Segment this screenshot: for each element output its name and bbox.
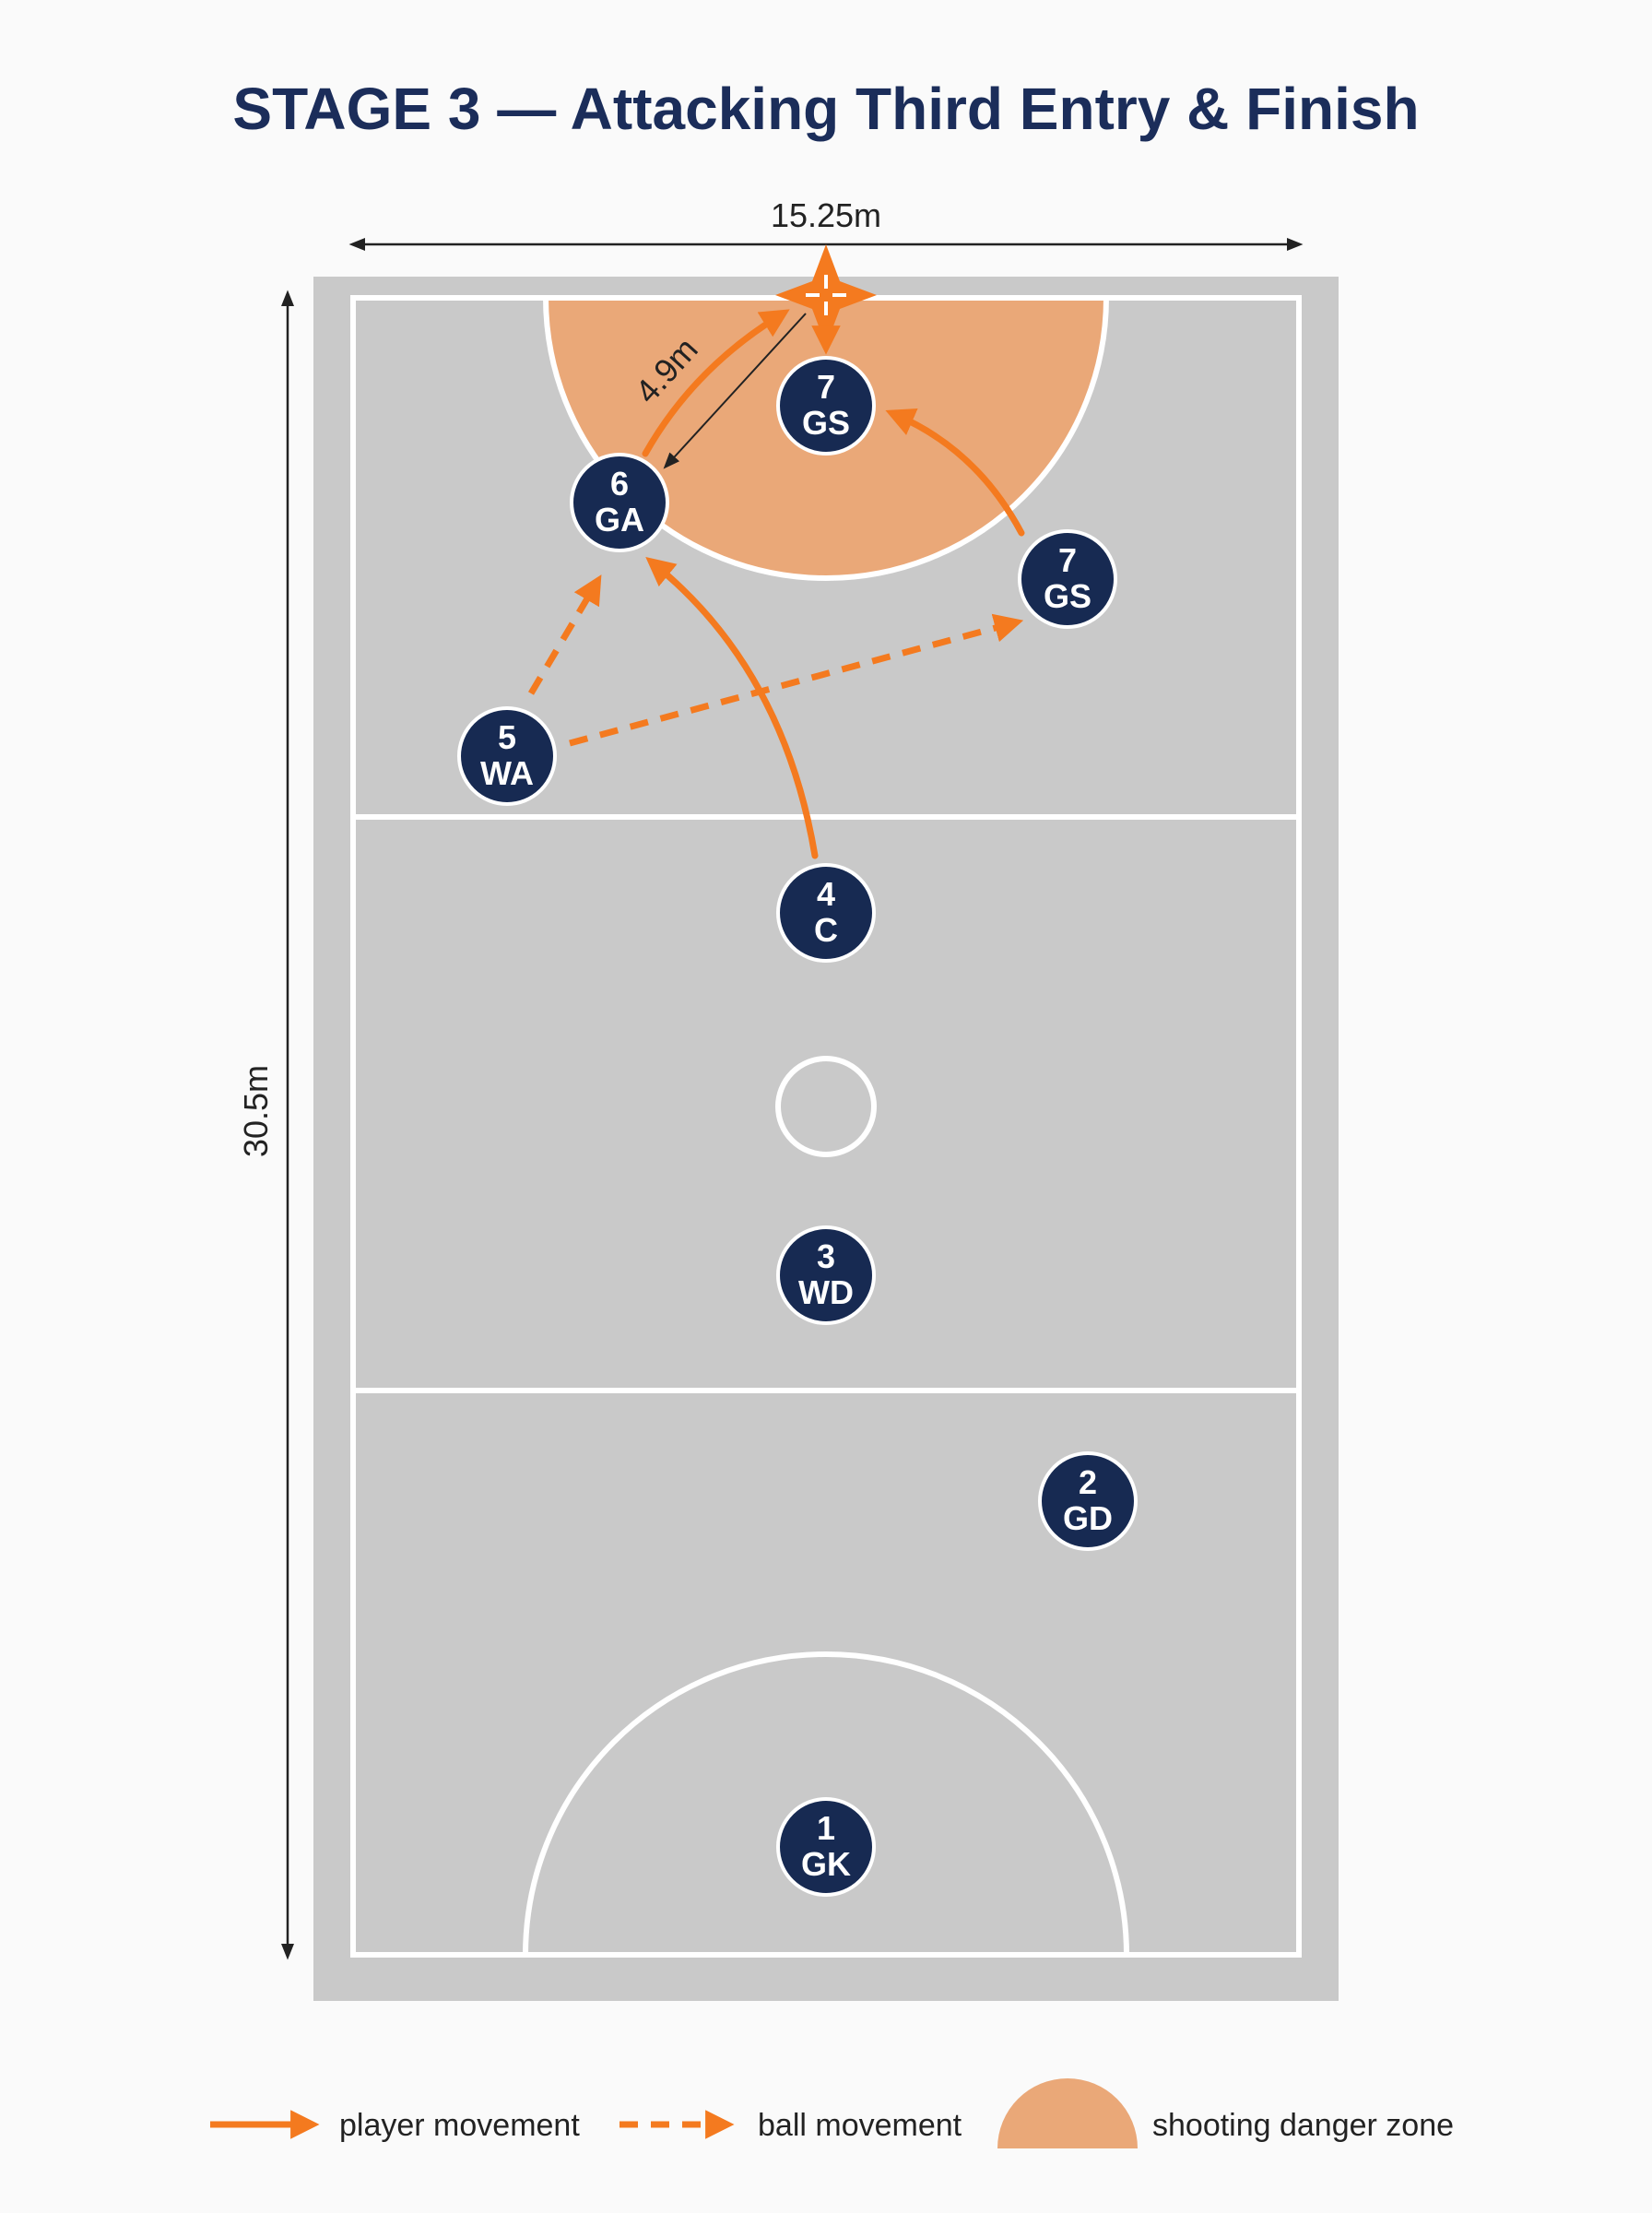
player-gs-right: 7 GS <box>1018 529 1117 629</box>
court-lines <box>350 295 1302 1958</box>
player-position: WA <box>480 754 534 792</box>
legend: player movement ball movement shooting d… <box>210 2078 1454 2148</box>
player-number: 1 <box>817 1809 835 1847</box>
goal-circle-bottom <box>523 1651 1129 1956</box>
legend-danger-zone: shooting danger zone <box>997 2078 1454 2148</box>
player-position: C <box>814 911 838 949</box>
length-label: 30.5m <box>237 1065 275 1157</box>
legend-player-movement: player movement <box>210 2108 580 2143</box>
player-number: 3 <box>817 1237 835 1275</box>
player-wa: 5 WA <box>457 706 557 806</box>
legend-player-movement-label: player movement <box>339 2108 580 2143</box>
player-position: GS <box>1044 577 1092 615</box>
player-position: GD <box>1063 1499 1113 1537</box>
player-position: GA <box>595 501 644 538</box>
movement-arrows <box>527 309 1025 859</box>
player-gd: 2 GD <box>1038 1451 1138 1551</box>
player-position: WD <box>798 1273 854 1311</box>
goal-circle-top <box>543 297 1109 581</box>
width-dimension: 15.25m <box>348 196 1304 251</box>
player-number: 5 <box>498 718 516 756</box>
legend-ball-movement-label: ball movement <box>758 2108 962 2143</box>
page-title: STAGE 3 — Attacking Third Entry & Finish <box>232 76 1419 142</box>
player-c: 4 C <box>776 863 876 963</box>
player-number: 2 <box>1079 1463 1097 1501</box>
player-position: GK <box>801 1845 851 1883</box>
player-wd: 3 WD <box>776 1225 876 1325</box>
legend-ball-movement: ball movement <box>620 2108 962 2143</box>
crosshair-icon <box>775 244 877 346</box>
ball-movement-wa-to-ga <box>527 574 602 695</box>
player-number: 7 <box>1058 541 1077 579</box>
player-number: 4 <box>817 875 835 913</box>
player-position: GS <box>802 404 850 442</box>
player-number: 6 <box>610 465 629 503</box>
players: 7 GS 6 GA 7 GS 5 WA 4 C 3 WD <box>457 356 1138 1897</box>
ball-movement-wa-to-gs <box>569 613 1024 747</box>
player-movement-ga-to-goal <box>642 309 790 457</box>
player-movement-gs-to-circle <box>885 408 1025 537</box>
player-gs-top: 7 GS <box>776 356 876 456</box>
player-ga: 6 GA <box>570 453 669 552</box>
length-dimension: 30.5m <box>237 290 294 1960</box>
width-label: 15.25m <box>771 196 881 234</box>
centre-circle <box>775 1056 877 1157</box>
player-gk: 1 GK <box>776 1797 876 1897</box>
player-number: 7 <box>817 368 835 406</box>
legend-danger-zone-label: shooting danger zone <box>1152 2108 1454 2143</box>
